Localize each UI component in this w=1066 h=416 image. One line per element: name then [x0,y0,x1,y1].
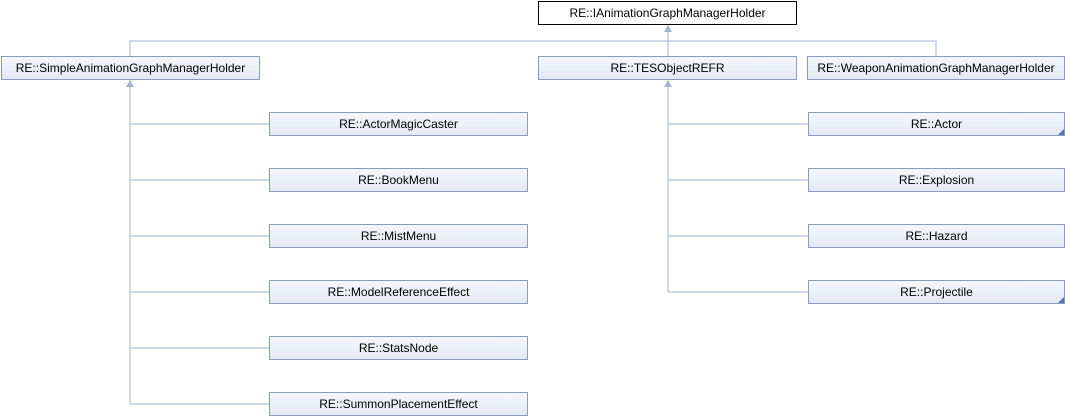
node-model-reference-effect[interactable]: RE::ModelReferenceEffect [269,280,528,304]
has-subclasses-marker-icon [1058,297,1064,303]
node-tesobjectrefr[interactable]: RE::TESObjectREFR [538,56,797,80]
arrowhead-tesobject [664,80,672,87]
connector-root-level1-bus [129,40,937,56]
node-summon-placement-effect[interactable]: RE::SummonPlacementEffect [269,392,528,416]
has-subclasses-marker-icon [1058,129,1064,135]
node-root[interactable]: RE::IAnimationGraphManagerHolder [538,1,797,25]
node-actor[interactable]: RE::Actor [808,112,1065,136]
node-projectile-label: RE::Projectile [900,285,973,299]
arrowhead-simple [126,80,134,87]
node-projectile[interactable]: RE::Projectile [808,280,1065,304]
node-simple-animation-graph-manager-holder[interactable]: RE::SimpleAnimationGraphManagerHolder [1,56,260,80]
node-stats-node[interactable]: RE::StatsNode [269,336,528,360]
node-weapon-animation-graph-manager-holder[interactable]: RE::WeaponAnimationGraphManagerHolder [807,56,1065,80]
node-actor-label: RE::Actor [910,117,963,131]
node-actor-magic-caster[interactable]: RE::ActorMagicCaster [269,112,528,136]
node-hazard[interactable]: RE::Hazard [808,224,1065,248]
arrowhead-root [664,25,672,32]
node-explosion[interactable]: RE::Explosion [808,168,1065,192]
node-mist-menu[interactable]: RE::MistMenu [269,224,528,248]
node-book-menu[interactable]: RE::BookMenu [269,168,528,192]
